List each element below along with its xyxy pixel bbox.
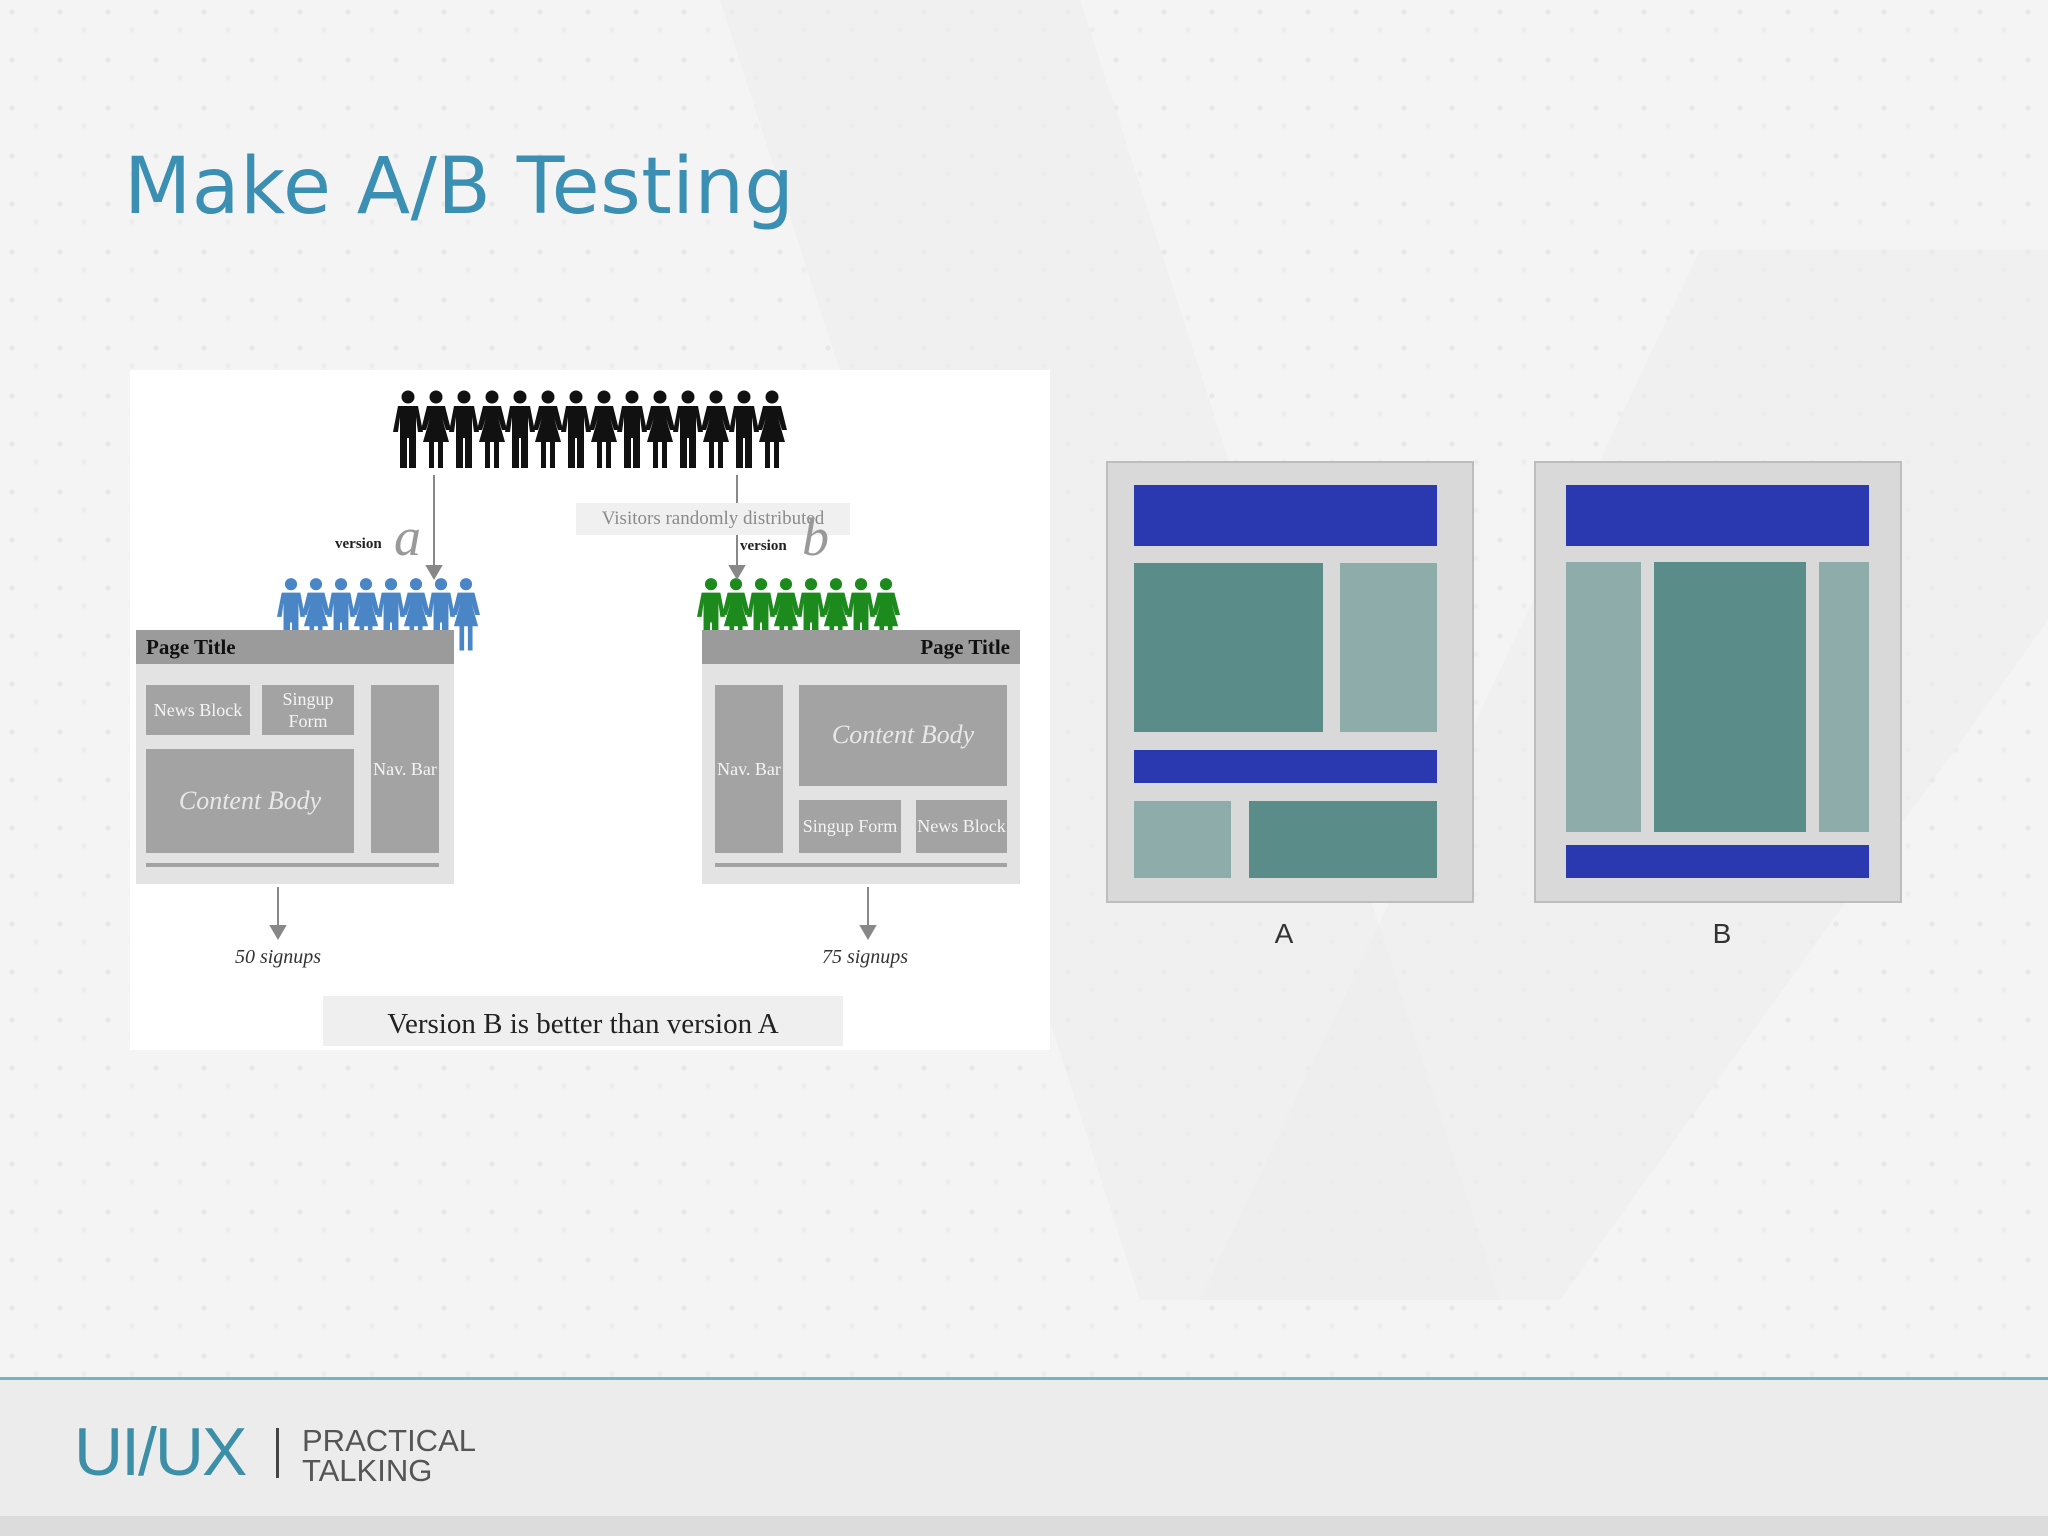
logo-tagline-line2: TALKING (302, 1453, 433, 1488)
logo-tagline: PRACTICAL TALKING (302, 1423, 502, 1488)
version-a-page-title: Page Title (136, 630, 454, 664)
version-a-nav-bar: Nav. Bar (371, 685, 439, 853)
slide-title: Make A/B Testing (124, 142, 795, 232)
crowd-top (393, 390, 787, 468)
version-b-letter: b (802, 507, 829, 567)
conclusion-text: Version B is better than version A (323, 996, 843, 1046)
ab-test-figure: Visitors randomly distributed version a … (130, 370, 1050, 1050)
version-b-page-mock: Page Title Nav. Bar Content Body Singup … (702, 630, 1020, 884)
version-a-news-block: News Block (146, 685, 250, 735)
version-a-divider (146, 863, 439, 867)
version-b-signups: 75 signups (821, 946, 909, 968)
layout-a-label: A (1274, 918, 1294, 949)
layout-b-label: B (1712, 918, 1732, 949)
version-b-page-title: Page Title (702, 630, 1020, 664)
version-a-content-body: Content Body (146, 749, 354, 853)
version-b-nav-bar: Nav. Bar (715, 685, 783, 853)
version-b-word: version (740, 538, 787, 554)
logo-tagline-line1: PRACTICAL (302, 1423, 476, 1458)
footer-bar (0, 1380, 2048, 1516)
footer-bottom-strip (0, 1516, 2048, 1536)
version-a-letter: a (394, 507, 421, 567)
version-b-divider (715, 863, 1007, 867)
version-a-page-mock: Page Title News Block Singup Form Nav. B… (136, 630, 454, 884)
version-a-word: version (335, 536, 382, 552)
logo-separator (276, 1428, 279, 1478)
version-a-signup-form: Singup Form (262, 685, 354, 735)
logo-uiux: UI/UX (74, 1414, 247, 1490)
visitors-distributed-label: Visitors randomly distributed (576, 503, 850, 535)
version-a-signups: 50 signups (234, 946, 322, 968)
version-b-content-body: Content Body (799, 685, 1007, 786)
footer-divider (0, 1377, 2048, 1380)
version-b-signup-form: Singup Form (799, 800, 901, 853)
version-b-news-block: News Block (916, 800, 1007, 853)
